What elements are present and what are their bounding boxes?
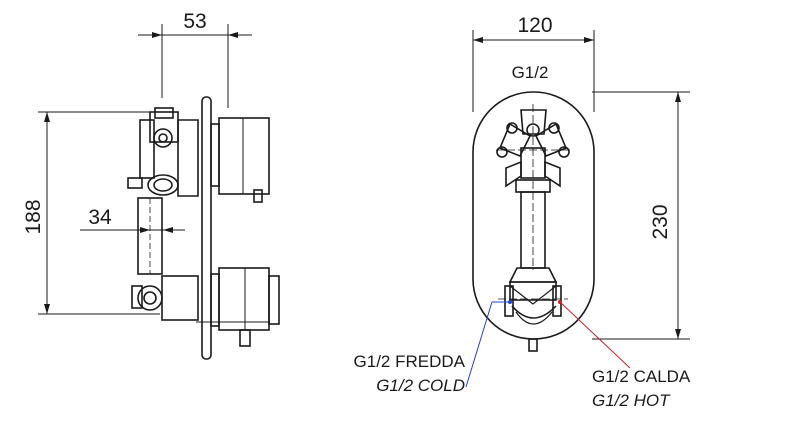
side-view bbox=[38, 24, 280, 360]
cold-label-italian: G1/2 FREDDA bbox=[354, 352, 466, 371]
dim-front-height: 230 bbox=[649, 204, 672, 239]
hot-label-english: G1/2 HOT bbox=[592, 391, 671, 410]
thread-top-label: G1/2 bbox=[512, 63, 549, 82]
dim-side-width: 53 bbox=[183, 10, 206, 33]
dim-side-height: 188 bbox=[22, 199, 45, 234]
cold-label-english: G1/2 COLD bbox=[376, 376, 465, 395]
front-view bbox=[465, 30, 690, 388]
dim-side-offset: 34 bbox=[88, 206, 112, 229]
hot-label-italian: G1/2 CALDA bbox=[592, 367, 691, 386]
dim-front-width: 120 bbox=[517, 14, 552, 37]
